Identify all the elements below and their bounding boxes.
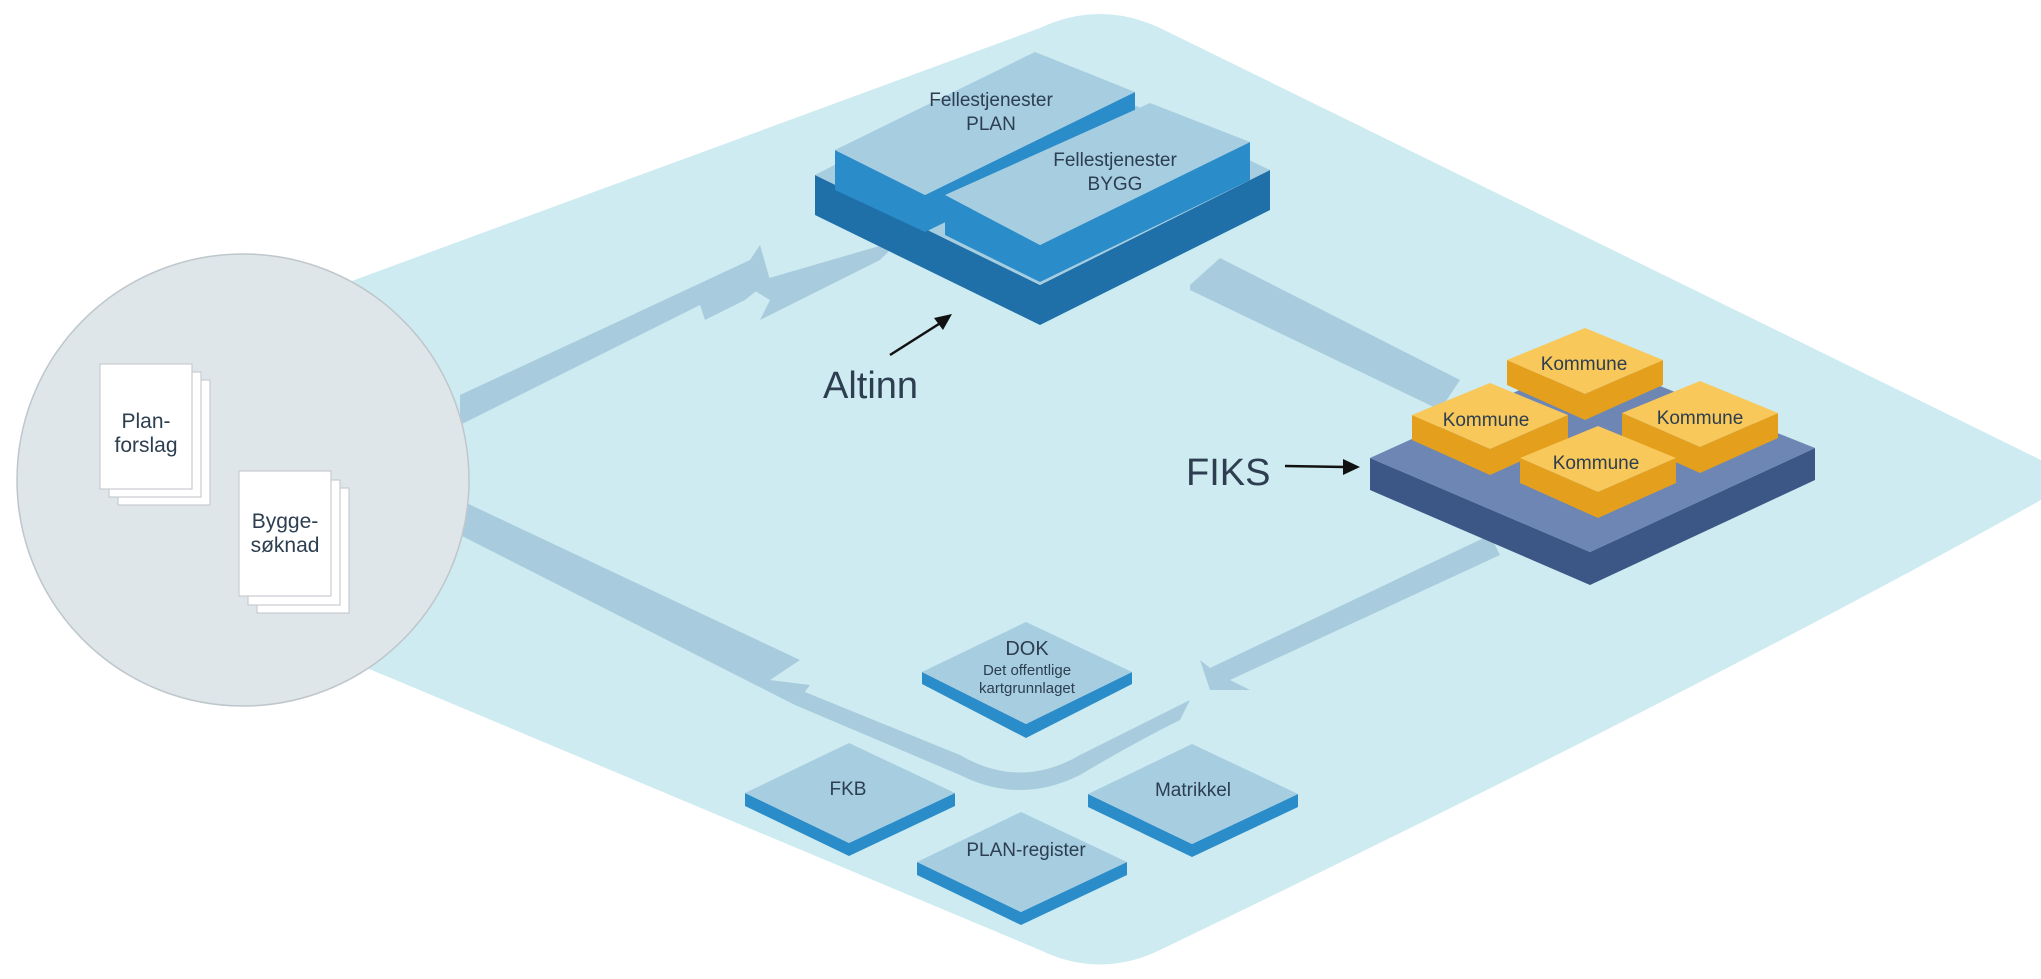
- fkb-tile-side: [745, 793, 955, 856]
- dok-title: DOK: [1005, 638, 1049, 660]
- dok-subtitle-line1: Det offentlige: [983, 662, 1071, 679]
- fellestjenester-plan-line2: PLAN: [966, 114, 1016, 135]
- document-planforslag[interactable]: Plan- forslag: [99, 363, 211, 506]
- fellestjenester-plan-top: [835, 52, 1135, 195]
- altinn-platform[interactable]: Fellestjenester PLAN Fellestjenester BYG…: [815, 52, 1270, 325]
- kommune-block-1[interactable]: Kommune: [1507, 328, 1663, 420]
- fiks-base-side: [1370, 448, 1815, 585]
- fkb-tile-top: [745, 743, 955, 843]
- flow-arrows: [460, 240, 1500, 790]
- flow-arrow-to-altinn-head: [745, 240, 900, 320]
- kommune-block-side: [1520, 458, 1676, 518]
- fkb-tile[interactable]: FKB: [745, 743, 955, 856]
- altinn-pointer-arrowhead-icon: [934, 314, 952, 330]
- kommune-label-2: Kommune: [1443, 410, 1530, 431]
- document-byggesoknad-line2: søknad: [251, 534, 320, 557]
- kommune-block-side: [1507, 360, 1663, 420]
- document-byggesoknad-line1: Bygge-: [252, 510, 319, 533]
- applicant-circle: Plan- forslag Bygge- søknad: [16, 253, 470, 707]
- fellestjenester-bygg-line1: Fellestjenester: [1053, 150, 1177, 171]
- matrikkel-label: Matrikkel: [1155, 780, 1231, 801]
- plan-register-label: PLAN-register: [966, 840, 1086, 861]
- fiks-label: FIKS: [1186, 452, 1270, 494]
- kommune-block-2[interactable]: Kommune: [1412, 383, 1568, 475]
- matrikkel-tile-top: [1088, 744, 1298, 844]
- dok-tile-top: [922, 622, 1132, 724]
- altinn-pointer-arrow: [889, 320, 943, 357]
- flow-arrow-registers-to-circle: [460, 500, 810, 705]
- fiks-platform[interactable]: Kommune Kommune Kommune Kommune: [1370, 328, 1815, 585]
- kommune-block-side: [1412, 415, 1568, 475]
- fkb-label: FKB: [830, 779, 867, 800]
- kommune-block-side: [1622, 413, 1778, 473]
- fellestjenester-bygg-top: [945, 103, 1250, 245]
- dok-tile[interactable]: DOK Det offentlige kartgrunnlaget: [922, 622, 1132, 738]
- dok-subtitle-line2: kartgrunnlaget: [979, 680, 1076, 697]
- fellestjenester-bygg-line2: BYGG: [1088, 174, 1143, 195]
- matrikkel-tile[interactable]: Matrikkel: [1088, 744, 1298, 857]
- flow-arrow-fiks-to-registers: [1200, 535, 1500, 690]
- plan-register-tile-side: [917, 862, 1127, 925]
- kommune-block-top: [1412, 383, 1568, 449]
- document-planforslag-line2: forslag: [114, 434, 177, 457]
- document-planforslag-line1: Plan-: [121, 410, 170, 433]
- paper-sheet: [238, 470, 332, 597]
- plan-register-tile-top: [917, 812, 1127, 912]
- dok-tile-side: [922, 672, 1132, 738]
- flow-arrow-bottom-curve: [795, 690, 1190, 790]
- fellestjenester-bygg-side: [945, 142, 1250, 282]
- kommune-block-top: [1622, 381, 1778, 447]
- altinn-label: Altinn: [823, 365, 918, 407]
- plan-register-tile[interactable]: PLAN-register: [917, 812, 1127, 925]
- kommune-label-4: Kommune: [1553, 453, 1640, 474]
- kommune-block-top: [1520, 426, 1676, 492]
- kommune-block-4[interactable]: Kommune: [1520, 426, 1676, 518]
- kommune-block-3[interactable]: Kommune: [1622, 381, 1778, 473]
- flow-arrow-altinn-to-fiks: [1190, 258, 1460, 410]
- paper-sheet: [99, 363, 193, 490]
- fellestjenester-plan-line1: Fellestjenester: [929, 90, 1053, 111]
- fellestjenester-plan-side: [835, 92, 1135, 232]
- kommune-label-3: Kommune: [1657, 408, 1744, 429]
- altinn-base-side: [815, 170, 1270, 325]
- background-plane: [300, 14, 2041, 965]
- kommune-block-top: [1507, 328, 1663, 394]
- flow-arrow-to-altinn: [460, 245, 770, 425]
- fiks-pointer-arrowhead-icon: [1343, 459, 1360, 475]
- kommune-label-1: Kommune: [1541, 354, 1628, 375]
- fiks-pointer-arrow: [1284, 464, 1346, 469]
- matrikkel-tile-side: [1088, 794, 1298, 857]
- document-byggesoknad[interactable]: Bygge- søknad: [238, 470, 350, 614]
